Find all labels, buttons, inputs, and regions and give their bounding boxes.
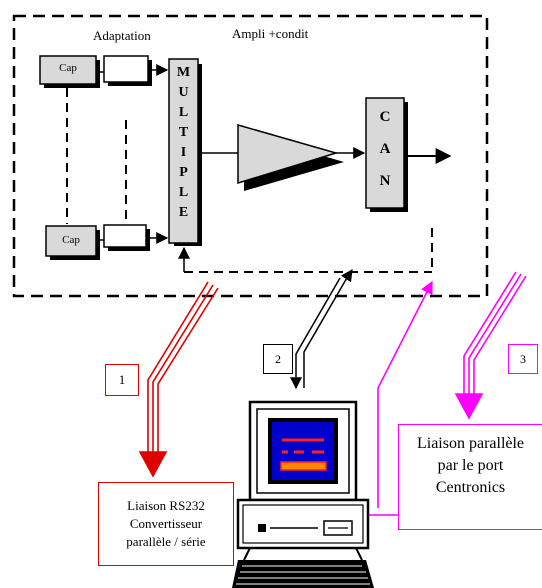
system-unit bbox=[236, 498, 370, 550]
keyboard bbox=[232, 560, 374, 588]
adaptation-label: Adaptation bbox=[91, 28, 153, 44]
centronics-line-text: Liaison parallèle bbox=[416, 435, 525, 452]
multiplexer-letter: I bbox=[180, 145, 187, 160]
sensor-label-top: Cap bbox=[59, 62, 77, 74]
rs232-line: parallèle / série bbox=[126, 534, 206, 549]
can-label: C A N bbox=[366, 110, 404, 189]
centronics-link-box: Liaison parallèle par le port Centronics bbox=[398, 424, 542, 530]
multiplexer-letter: U bbox=[178, 85, 189, 100]
multiplexer-label: M U L T I P L E bbox=[169, 66, 198, 220]
multiplexer-letter: L bbox=[178, 185, 189, 200]
ampli-conditioning-label: Ampli +condit bbox=[230, 26, 311, 42]
link-2-arrow bbox=[290, 269, 353, 390]
rs232-line: Convertisseur bbox=[129, 516, 203, 531]
can-block bbox=[365, 97, 405, 209]
acquisition-frame bbox=[12, 14, 489, 298]
link-3-arrow bbox=[454, 271, 527, 420]
sensor-box-bottom bbox=[45, 225, 97, 257]
can-letter: A bbox=[379, 141, 391, 157]
multiplexer-letter: E bbox=[178, 205, 189, 220]
rs232-line: Liaison RS232 bbox=[127, 498, 205, 513]
multiplexer-letter: P bbox=[179, 165, 188, 180]
link-3-number-box: 3 bbox=[508, 344, 538, 374]
rs232-link-box: Liaison RS232 Convertisseur parallèle / … bbox=[98, 482, 234, 566]
can-letter: N bbox=[379, 173, 391, 189]
multiplexer-letter: M bbox=[176, 65, 191, 80]
link-1-number-box: 1 bbox=[105, 364, 139, 396]
sensor-chain-top bbox=[39, 55, 169, 88]
sensor-chain-bottom bbox=[45, 224, 169, 260]
sensor-box-top bbox=[39, 55, 97, 85]
link-3-number: 3 bbox=[520, 351, 526, 366]
adapter-box-top bbox=[103, 55, 149, 83]
link-1-arrow bbox=[138, 281, 219, 478]
link-2-number-box: 2 bbox=[263, 344, 293, 374]
sensor-label-bottom: Cap bbox=[62, 234, 80, 246]
multiplexer-letter: T bbox=[178, 125, 189, 140]
amplifier-triangle bbox=[237, 124, 339, 185]
multiplexer-block bbox=[168, 58, 199, 244]
centronics-line-text: par le port bbox=[437, 457, 504, 474]
can-letter: C bbox=[379, 109, 391, 125]
computer-illustration bbox=[232, 400, 374, 588]
link-2-number: 2 bbox=[275, 351, 281, 366]
centronics-line-text: Centronics bbox=[435, 479, 506, 496]
adapter-box-bottom bbox=[103, 224, 147, 248]
multiplexer-letter: L bbox=[178, 105, 189, 120]
link-1-number: 1 bbox=[118, 372, 126, 387]
